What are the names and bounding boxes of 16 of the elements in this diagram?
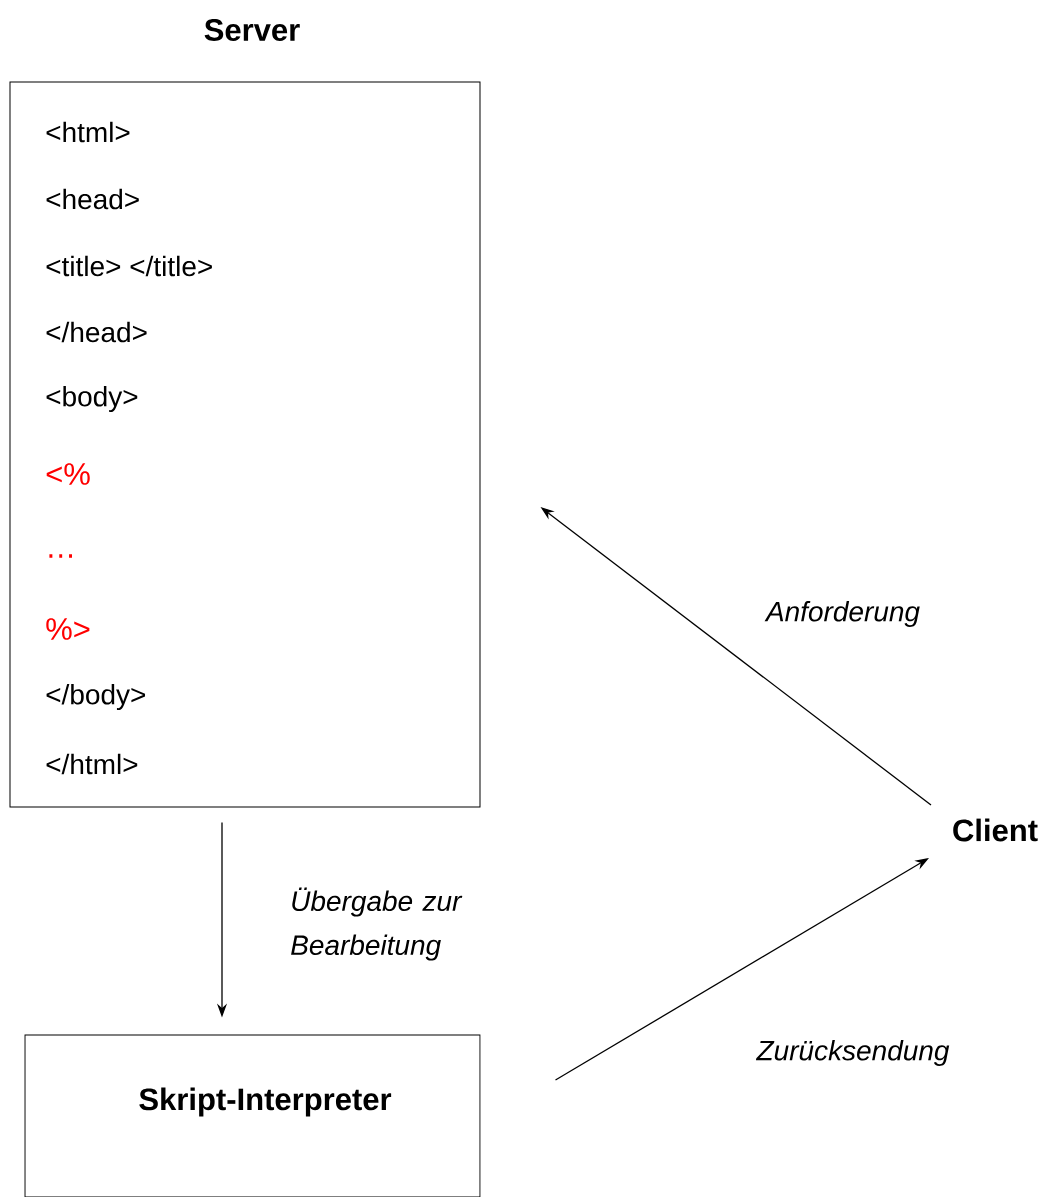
code-line: </body> — [46, 683, 145, 711]
code-line: <% — [46, 463, 90, 485]
box-label: Skript-Interpreter — [139, 1087, 392, 1117]
code-line: <body> — [46, 385, 138, 413]
edge-label: Zurücksendung — [755, 1039, 950, 1067]
code-line: <title> </title> — [46, 255, 212, 277]
code-line: </html> — [46, 753, 138, 775]
code-line: <html> — [46, 121, 130, 143]
code-line: … — [49, 554, 72, 558]
edge-label: Anforderung — [764, 600, 920, 628]
code-line: </head> — [46, 321, 147, 343]
code-line: %> — [46, 618, 90, 640]
code-line: <head> — [46, 188, 139, 210]
edge-label: Übergabe zur Bearbeitung — [291, 887, 463, 961]
node-label: Client — [953, 818, 1038, 842]
heading: Server — [204, 19, 300, 41]
